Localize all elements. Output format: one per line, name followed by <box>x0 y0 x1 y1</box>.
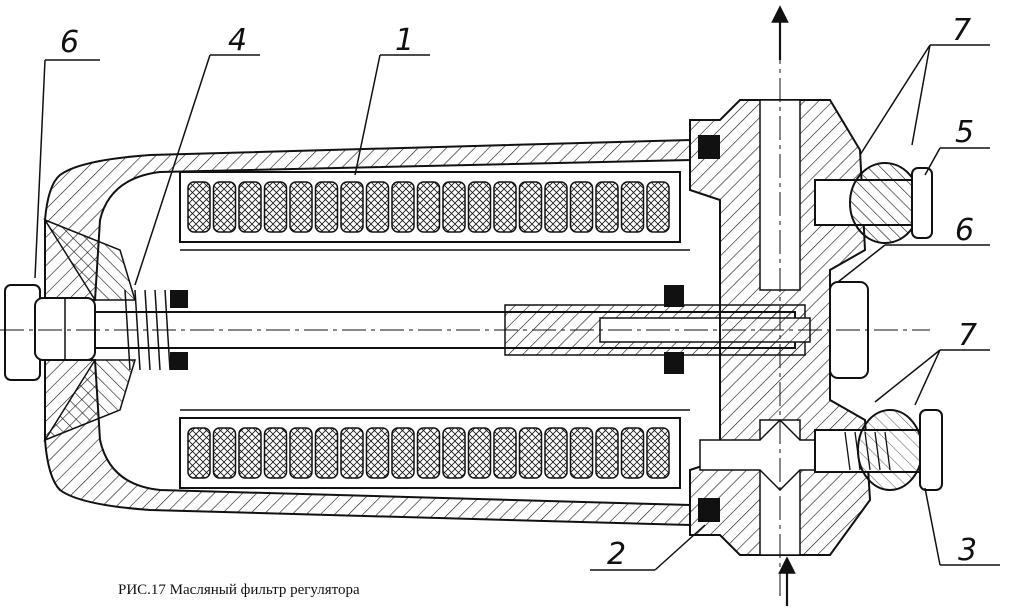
rod-seal-right <box>664 285 684 307</box>
callout-7-top: 7 <box>952 13 971 48</box>
rod-seal-right-b <box>664 352 684 374</box>
callout-4: 4 <box>228 23 247 58</box>
top-plug-cap <box>849 162 921 244</box>
callout-2: 2 <box>607 537 626 572</box>
outer-housing <box>44 138 691 301</box>
callout-6-right: 6 <box>955 213 974 248</box>
filter-cell <box>518 181 543 233</box>
filter-cell <box>187 427 211 479</box>
filter-cell <box>289 427 313 479</box>
filter-cell <box>416 181 441 233</box>
filter-cell <box>518 427 543 479</box>
filter-cell <box>620 181 645 233</box>
figure-caption: РИС.17 Масляный фильтр регулятора <box>118 582 360 598</box>
filter-cell <box>544 427 568 479</box>
callout-3: 3 <box>958 533 977 568</box>
callout-7-bottom: 7 <box>958 318 977 353</box>
filter-cell <box>646 427 670 479</box>
filter-cell <box>340 181 364 233</box>
head-seal-top <box>698 135 720 159</box>
filter-cells-top <box>187 181 670 233</box>
top-plug-nut <box>911 167 933 239</box>
filter-cell <box>467 427 492 479</box>
filter-cell <box>365 181 390 233</box>
filter-cell <box>569 181 594 233</box>
filter-cell <box>212 427 237 479</box>
filter-cell <box>620 427 645 479</box>
filter-cells-bottom <box>187 427 670 479</box>
filter-cell <box>212 181 237 233</box>
filter-cell <box>238 427 262 479</box>
filter-cell <box>238 181 262 233</box>
filter-cell <box>595 427 619 479</box>
valve-nut <box>919 409 943 491</box>
valve-cap <box>857 409 923 491</box>
filter-cell <box>467 181 492 233</box>
rod-seal-left-b <box>170 352 188 370</box>
filter-cell <box>314 427 339 479</box>
filter-cell <box>544 181 568 233</box>
filter-cell <box>442 427 466 479</box>
filter-cell <box>493 427 517 479</box>
filter-cell <box>340 427 364 479</box>
filter-cell <box>391 427 415 479</box>
filter-cell <box>646 181 670 233</box>
filter-cell <box>365 427 390 479</box>
filter-cell <box>391 181 415 233</box>
filter-cell <box>569 427 594 479</box>
filter-cell <box>493 181 517 233</box>
filter-cell <box>187 181 211 233</box>
filter-cell <box>263 181 288 233</box>
callout-1: 1 <box>395 23 414 58</box>
head-seal-bottom <box>698 498 720 522</box>
rod-seal-left <box>170 290 188 308</box>
leader-lines <box>34 44 1000 571</box>
filter-cell <box>442 181 466 233</box>
filter-cell <box>416 427 441 479</box>
filter-cell <box>595 181 619 233</box>
filter-cell <box>289 181 313 233</box>
callout-6-left: 6 <box>60 25 79 60</box>
filter-cell <box>263 427 288 479</box>
outer-housing-bottom <box>44 359 691 527</box>
callout-5: 5 <box>955 115 974 150</box>
filter-cell <box>314 181 339 233</box>
